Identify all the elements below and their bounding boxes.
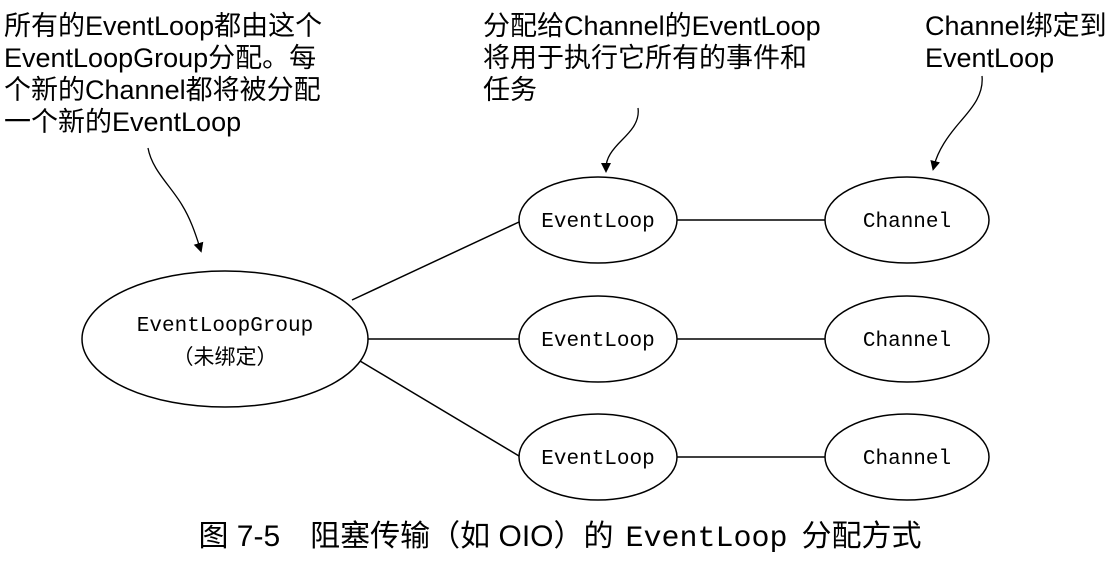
channel-label: Channel <box>863 448 951 471</box>
loop-annotation: 分配给Channel的EventLoop 将用于执行它所有的事件和 任务 <box>483 11 821 105</box>
event-loop-label: EventLoop <box>541 448 654 471</box>
group-annotation-arrow <box>147 147 204 253</box>
channel-label: Channel <box>863 330 951 353</box>
channel-note-line-2: EventLoop <box>925 43 1054 73</box>
group-annotation: 所有的EventLoop都由这个 EventLoopGroup分配。每 个新的C… <box>4 11 322 137</box>
channel-node: Channel <box>824 295 990 383</box>
event-loop-node: EventLoop <box>518 413 678 501</box>
channel-node: Channel <box>824 413 990 501</box>
event-loop-label: EventLoop <box>541 330 654 353</box>
group-note-line-1: 所有的EventLoop都由这个 <box>4 11 322 41</box>
loop-annotation-arrow <box>601 107 639 173</box>
channel-annotation: Channel绑定到 EventLoop <box>925 11 1107 73</box>
group-to-loop-connector-3 <box>354 357 520 457</box>
channel-note-line-1: Channel绑定到 <box>925 11 1107 41</box>
event-loop-group-sublabel: （未绑定） <box>173 346 278 369</box>
loop-note-line-1: 分配给Channel的EventLoop <box>483 11 821 41</box>
event-loop-group-label: EventLoopGroup <box>137 315 313 338</box>
caption-code: EventLoop <box>626 522 788 556</box>
event-loop-group-node: EventLoopGroup （未绑定） <box>81 270 369 408</box>
caption-prefix: 图 7-5 阻塞传输（如 OIO）的 <box>198 520 613 553</box>
group-to-loop-connector-1 <box>351 221 520 301</box>
channel-label: Channel <box>863 211 951 234</box>
caption-suffix: 分配方式 <box>802 520 922 553</box>
loop-note-line-2: 将用于执行它所有的事件和 <box>483 43 807 73</box>
event-loop-node: EventLoop <box>518 176 678 264</box>
group-note-line-4: 一个新的EventLoop <box>4 107 241 137</box>
channel-annotation-arrow <box>930 75 983 171</box>
event-loop-label: EventLoop <box>541 211 654 234</box>
group-note-line-2: EventLoopGroup分配。每 <box>4 43 316 73</box>
loop-note-line-3: 任务 <box>483 75 537 105</box>
event-loop-node: EventLoop <box>518 295 678 383</box>
figure-caption: 图 7-5 阻塞传输（如 OIO）的 EventLoop 分配方式 <box>198 520 921 556</box>
group-note-line-3: 个新的Channel都将被分配 <box>4 75 321 105</box>
channel-node: Channel <box>824 176 990 264</box>
